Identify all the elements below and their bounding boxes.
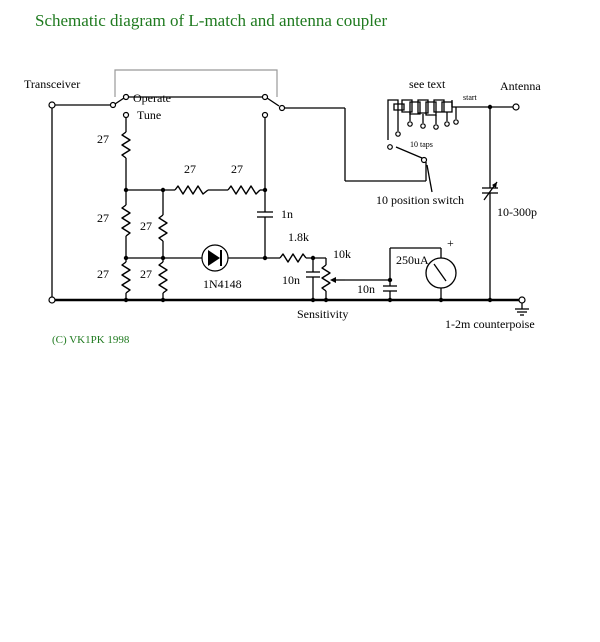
label-r27-b: 27 bbox=[184, 162, 196, 176]
label-antenna: Antenna bbox=[500, 79, 541, 93]
s2-operate-contact bbox=[261, 93, 269, 101]
label-tune: Tune bbox=[137, 108, 161, 122]
counterpoise-terminal bbox=[518, 296, 526, 304]
s1-common bbox=[109, 101, 117, 109]
s2-common bbox=[278, 104, 286, 112]
label-sensitivity: Sensitivity bbox=[297, 307, 348, 321]
copyright: (C) VK1PK 1998 bbox=[52, 334, 130, 346]
label-start: start bbox=[463, 93, 478, 102]
antenna-terminal bbox=[512, 103, 520, 111]
label-transceiver: Transceiver bbox=[24, 77, 80, 91]
resistor-27-right-mid bbox=[158, 214, 168, 242]
meter-needle bbox=[433, 263, 447, 282]
s2-blade bbox=[266, 97, 280, 107]
label-r27-e: 27 bbox=[140, 219, 152, 233]
label-rotary-switch: 10 position switch bbox=[376, 193, 464, 207]
label-see-text: see text bbox=[409, 77, 446, 91]
label-meter: 250uA bbox=[396, 253, 429, 267]
label-r27-a: 27 bbox=[97, 132, 109, 146]
rotary-switch-common[interactable] bbox=[420, 156, 428, 164]
label-cap-1n: 1n bbox=[281, 207, 293, 221]
s1-operate-contact bbox=[122, 93, 130, 101]
label-var-cap: 10-300p bbox=[497, 205, 537, 219]
switch-pointer-line bbox=[426, 164, 433, 193]
label-diode: 1N4148 bbox=[203, 277, 242, 291]
sensitivity-potentiometer[interactable] bbox=[321, 264, 331, 292]
label-cap-10n-a: 10n bbox=[282, 273, 300, 287]
resistor-1k8 bbox=[279, 253, 307, 263]
label-r27-g: 27 bbox=[140, 267, 152, 281]
pot-wiper-arrow-icon bbox=[330, 277, 336, 283]
resistor-27-left-mid bbox=[121, 204, 131, 237]
diode-1n4148-icon bbox=[208, 250, 220, 266]
resistor-27-right-bottom bbox=[158, 261, 168, 294]
resistor-27-bridge-1 bbox=[174, 185, 209, 195]
label-r-1k8: 1.8k bbox=[288, 230, 309, 244]
label-meter-plus: + bbox=[447, 236, 454, 250]
resistor-27-left-bottom bbox=[121, 261, 131, 294]
transceiver-ground-terminal bbox=[48, 296, 56, 304]
diagram-title: Schematic diagram of L-match and antenna… bbox=[35, 11, 387, 30]
s1-blade bbox=[114, 97, 125, 105]
label-counterpoise: 1-2m counterpoise bbox=[445, 317, 535, 331]
label-pot-10k: 10k bbox=[333, 247, 351, 261]
label-r27-f: 27 bbox=[97, 267, 109, 281]
s2-tune-contact bbox=[261, 111, 269, 119]
resistor-27-top bbox=[121, 131, 131, 159]
ganged-switch-link bbox=[114, 69, 278, 97]
rotary-switch-wiper bbox=[395, 146, 423, 159]
transceiver-terminal bbox=[48, 101, 56, 109]
label-operate: Operate bbox=[133, 91, 171, 105]
s1-tune-contact bbox=[122, 111, 130, 119]
label-cap-10n-b: 10n bbox=[357, 282, 375, 296]
resistor-27-bridge-2 bbox=[227, 185, 261, 195]
label-r27-c: 27 bbox=[231, 162, 243, 176]
label-r27-d: 27 bbox=[97, 211, 109, 225]
label-taps: 10 taps bbox=[410, 140, 433, 149]
